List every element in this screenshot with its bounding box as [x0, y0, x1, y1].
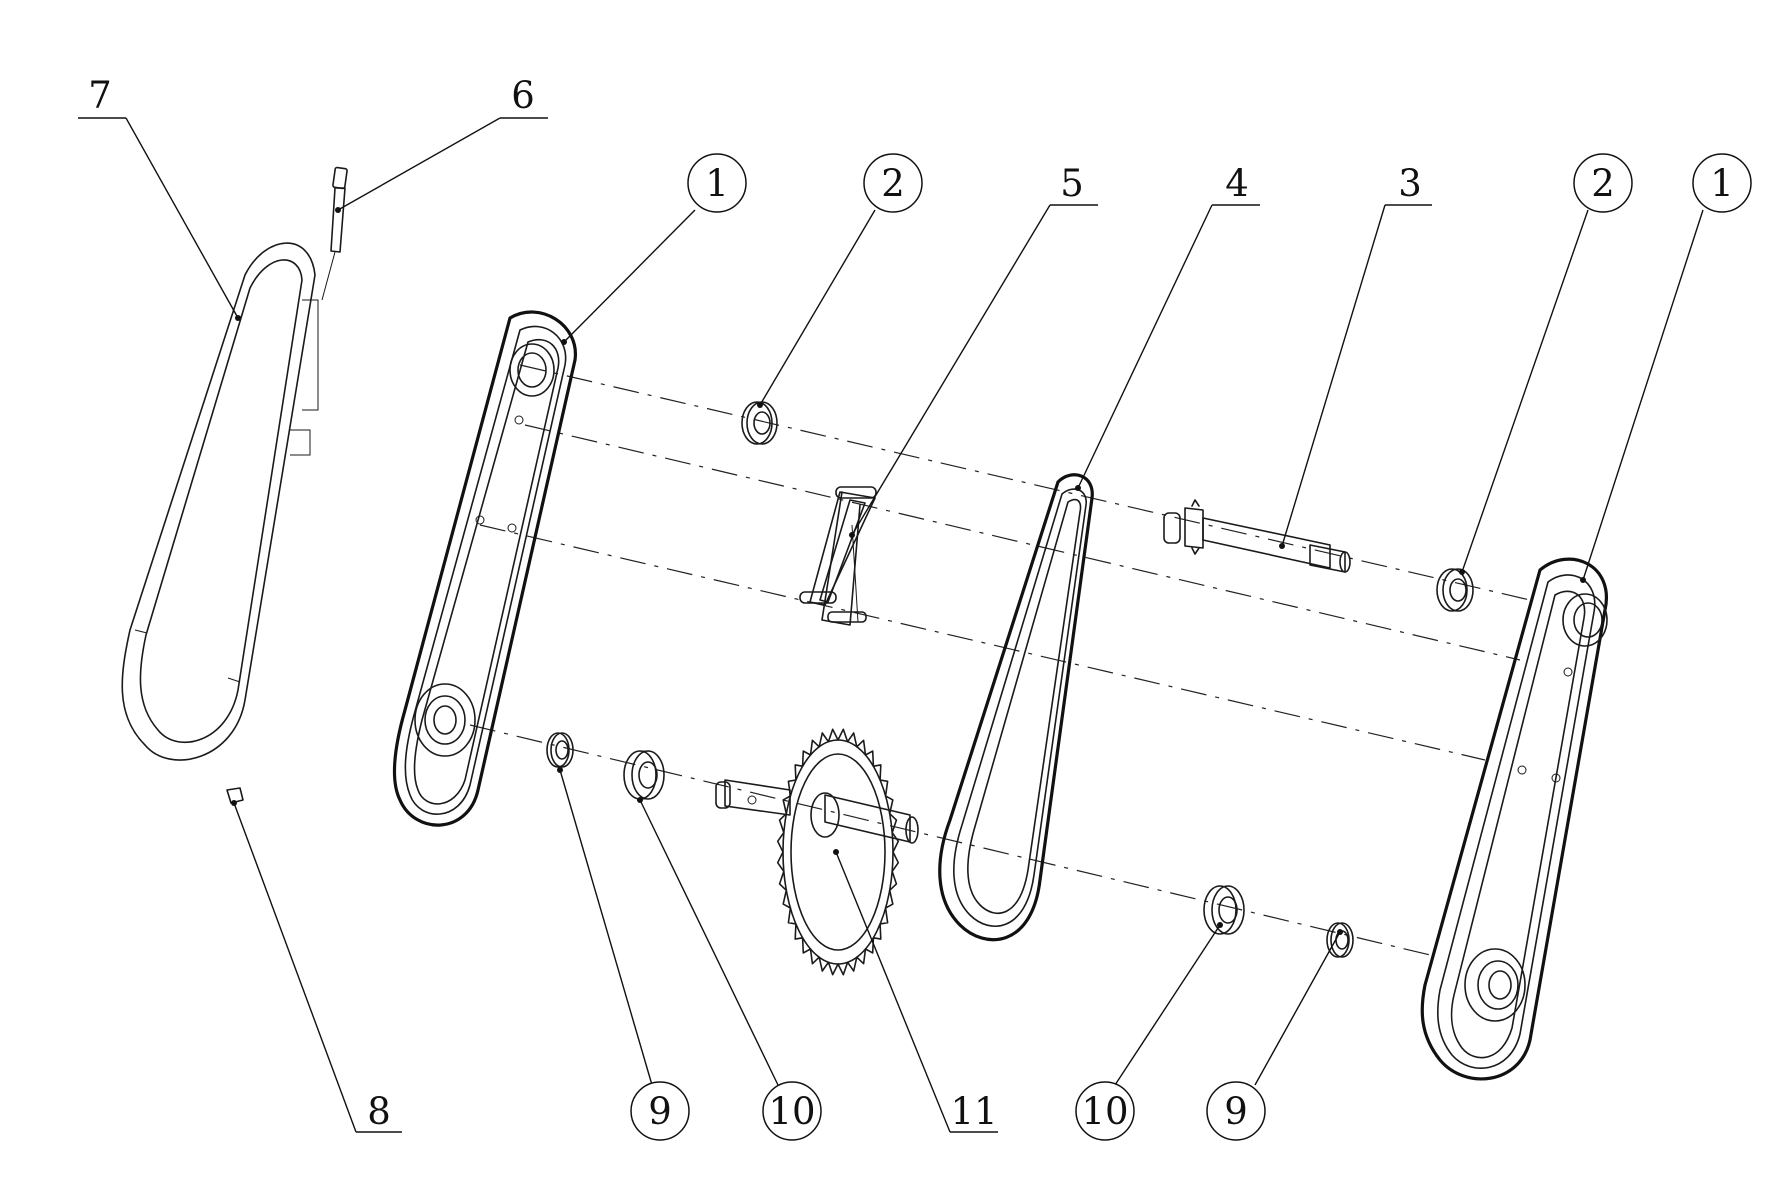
callout-10-left: 10: [762, 1081, 822, 1141]
callout-6: 6: [511, 74, 535, 117]
callout-1-left: 1: [687, 153, 747, 213]
callout-5-label: 5: [1060, 162, 1084, 205]
callout-8-label: 8: [367, 1090, 391, 1133]
callout-9-left-label: 9: [648, 1090, 672, 1133]
callout-3-label: 3: [1398, 162, 1422, 205]
callout-3: 3: [1398, 162, 1422, 205]
callout-1-left-label: 1: [705, 162, 729, 205]
drive-shaft: [1163, 499, 1351, 573]
callout-9-right-label: 9: [1224, 1090, 1248, 1133]
bearing-upper-right: [1436, 568, 1474, 612]
assembly-axis-lines: [469, 364, 1531, 956]
callout-7: 7: [88, 74, 112, 117]
callout-9-right: 9: [1206, 1081, 1266, 1141]
leader-lines: [78, 117, 1704, 1133]
callout-11: 11: [950, 1090, 997, 1133]
bearing-lower-left: [623, 750, 665, 800]
callout-7-label: 7: [88, 74, 112, 117]
callout-1-right: 1: [1692, 153, 1752, 213]
tensioner-bracket: [799, 486, 877, 626]
callout-8: 8: [367, 1090, 391, 1133]
callout-11-label: 11: [950, 1090, 997, 1133]
callout-4: 4: [1225, 162, 1249, 205]
callout-9-left: 9: [630, 1081, 690, 1141]
nut: [226, 787, 244, 804]
sprocket-shaft-assembly: [715, 728, 919, 976]
housing-plate-left: [392, 310, 577, 827]
callout-2-left-label: 2: [881, 162, 905, 205]
bolt: [321, 166, 348, 301]
callout-2-left: 2: [863, 153, 923, 213]
callout-4-label: 4: [1225, 162, 1249, 205]
chain: [938, 473, 1094, 942]
chain-guard-cover: [121, 242, 319, 761]
callout-1-right-label: 1: [1710, 162, 1734, 205]
bearing-upper-left: [741, 401, 778, 445]
callout-2-right: 2: [1573, 153, 1633, 213]
callout-5: 5: [1060, 162, 1084, 205]
callout-6-label: 6: [511, 74, 535, 117]
callout-10-right: 10: [1075, 1081, 1135, 1141]
spacer-left: [546, 732, 574, 768]
bearing-lower-right: [1203, 885, 1245, 935]
callout-10-right-label: 10: [1081, 1090, 1128, 1133]
housing-plate-right: [1420, 557, 1608, 1081]
callout-10-left-label: 10: [768, 1090, 815, 1133]
callout-2-right-label: 2: [1591, 162, 1615, 205]
spacer-right: [1326, 922, 1354, 958]
